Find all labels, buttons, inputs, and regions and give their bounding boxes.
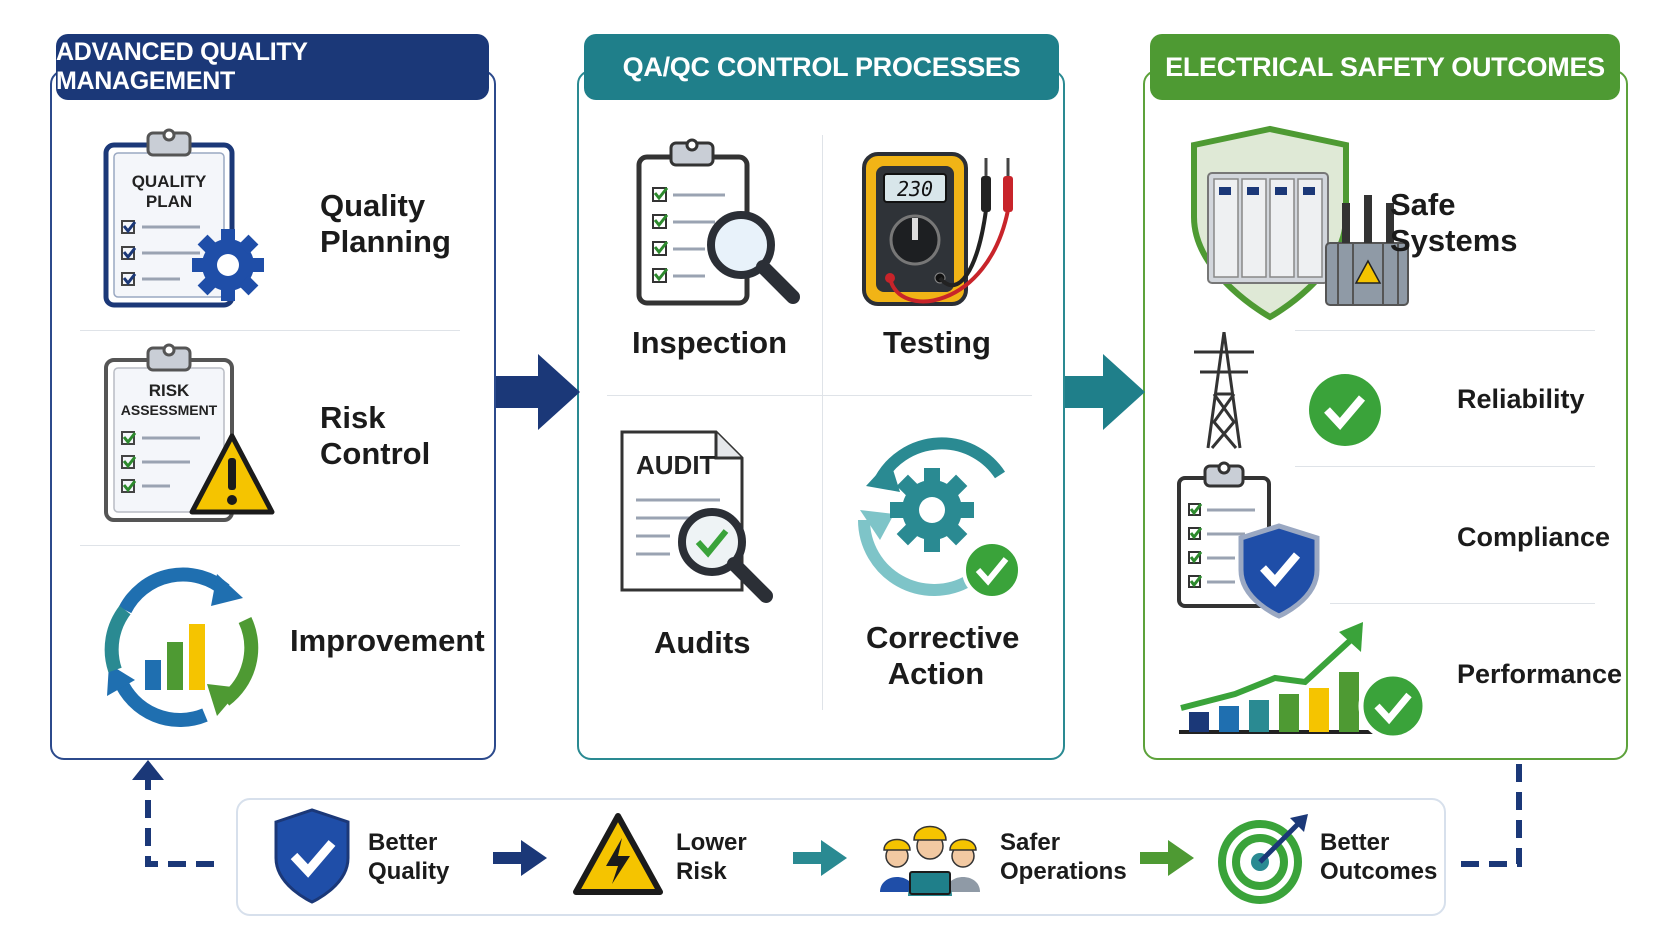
audit-document-icon: AUDIT [620,430,773,603]
grid-divider [607,395,1032,396]
outcomes-header: ELECTRICAL SAFETY OUTCOMES [1150,34,1620,100]
compliance-label: Compliance [1457,522,1611,552]
flow-step-3-line1: Safer [1000,829,1061,856]
clipboard-shield-icon [1177,461,1320,619]
feedback-connector-left [132,760,214,867]
flow-step-safer-operations: Safer Operations [1000,828,1127,886]
safe-systems-label: Safe Systems [1390,187,1518,259]
feedback-connector-right [1461,764,1522,867]
divider [1295,466,1595,467]
flow-step-better-outcomes: Better Outcomes [1320,828,1437,886]
safe-systems-line1: Safe [1390,187,1456,222]
risk-badge-line2: ASSESSMENT [121,402,218,418]
corrective-action-line2: Action [887,656,985,691]
arrow-right-icon [493,840,547,876]
audits-label: Audits [654,625,751,660]
risk-badge-line1: RISK [149,381,190,400]
flow-step-2-line1: Lower [676,829,747,856]
multimeter-icon: 230 [862,152,1013,306]
workers-team-icon [880,825,980,896]
inspection-label: Inspection [632,325,788,360]
flow-step-4-line2: Outcomes [1320,858,1438,885]
arrow-right-icon [1140,840,1194,876]
management-header: ADVANCED QUALITY MANAGEMENT [56,34,489,100]
corrective-action-label: Corrective Action [866,620,1020,692]
quality-planning-line1: Quality [320,188,426,223]
gear-cycle-check-icon [858,437,1022,600]
arrow-right-icon [793,840,847,876]
tower-check-icon [1194,332,1381,449]
flow-step-1-line1: Better [368,829,438,856]
safe-systems-line2: Systems [1390,223,1518,258]
quality-planning-line2: Planning [320,224,451,259]
shield-switchgear-icon [1191,125,1409,321]
risk-control-line1: Risk [320,400,386,435]
audit-badge: AUDIT [636,450,716,480]
reliability-label: Reliability [1457,384,1585,414]
divider [1295,330,1595,331]
clipboard-gear-icon: QUALITY PLAN [103,128,264,308]
flow-step-2-line2: Risk [676,858,727,885]
clipboard-warning-icon: RISK ASSESSMENT [104,343,275,522]
quality-plan-badge-line2: PLAN [146,192,192,211]
divider [80,545,460,546]
flow-step-1-line2: Quality [368,858,450,885]
divider [80,330,460,331]
performance-label: Performance [1457,659,1623,689]
multimeter-display: 230 [897,177,933,201]
divider [1330,603,1595,604]
quality-planning-label: Quality Planning [320,188,451,260]
clipboard-magnifier-icon [636,138,800,306]
processes-header: QA/QC CONTROL PROCESSES [584,34,1059,100]
flow-step-lower-risk: Lower Risk [676,828,747,886]
cycle-chart-icon [104,567,259,727]
arrow-right-icon [496,354,580,430]
corrective-action-line1: Corrective [866,620,1020,655]
flow-step-3-line2: Operations [1000,858,1127,885]
shield-check-icon [274,808,350,904]
grid-divider [822,135,823,710]
high-voltage-warning-icon [573,813,663,895]
testing-label: Testing [883,325,991,360]
risk-control-label: Risk Control [320,400,430,472]
quality-plan-badge-line1: QUALITY [132,172,207,191]
flow-step-better-quality: Better Quality [368,828,449,886]
arrow-right-icon [1065,354,1145,430]
improvement-label: Improvement [290,623,485,658]
flow-step-4-line1: Better [1320,829,1390,856]
target-arrow-icon [1218,814,1308,904]
risk-control-line2: Control [320,436,431,471]
growth-chart-check-icon [1179,622,1428,741]
